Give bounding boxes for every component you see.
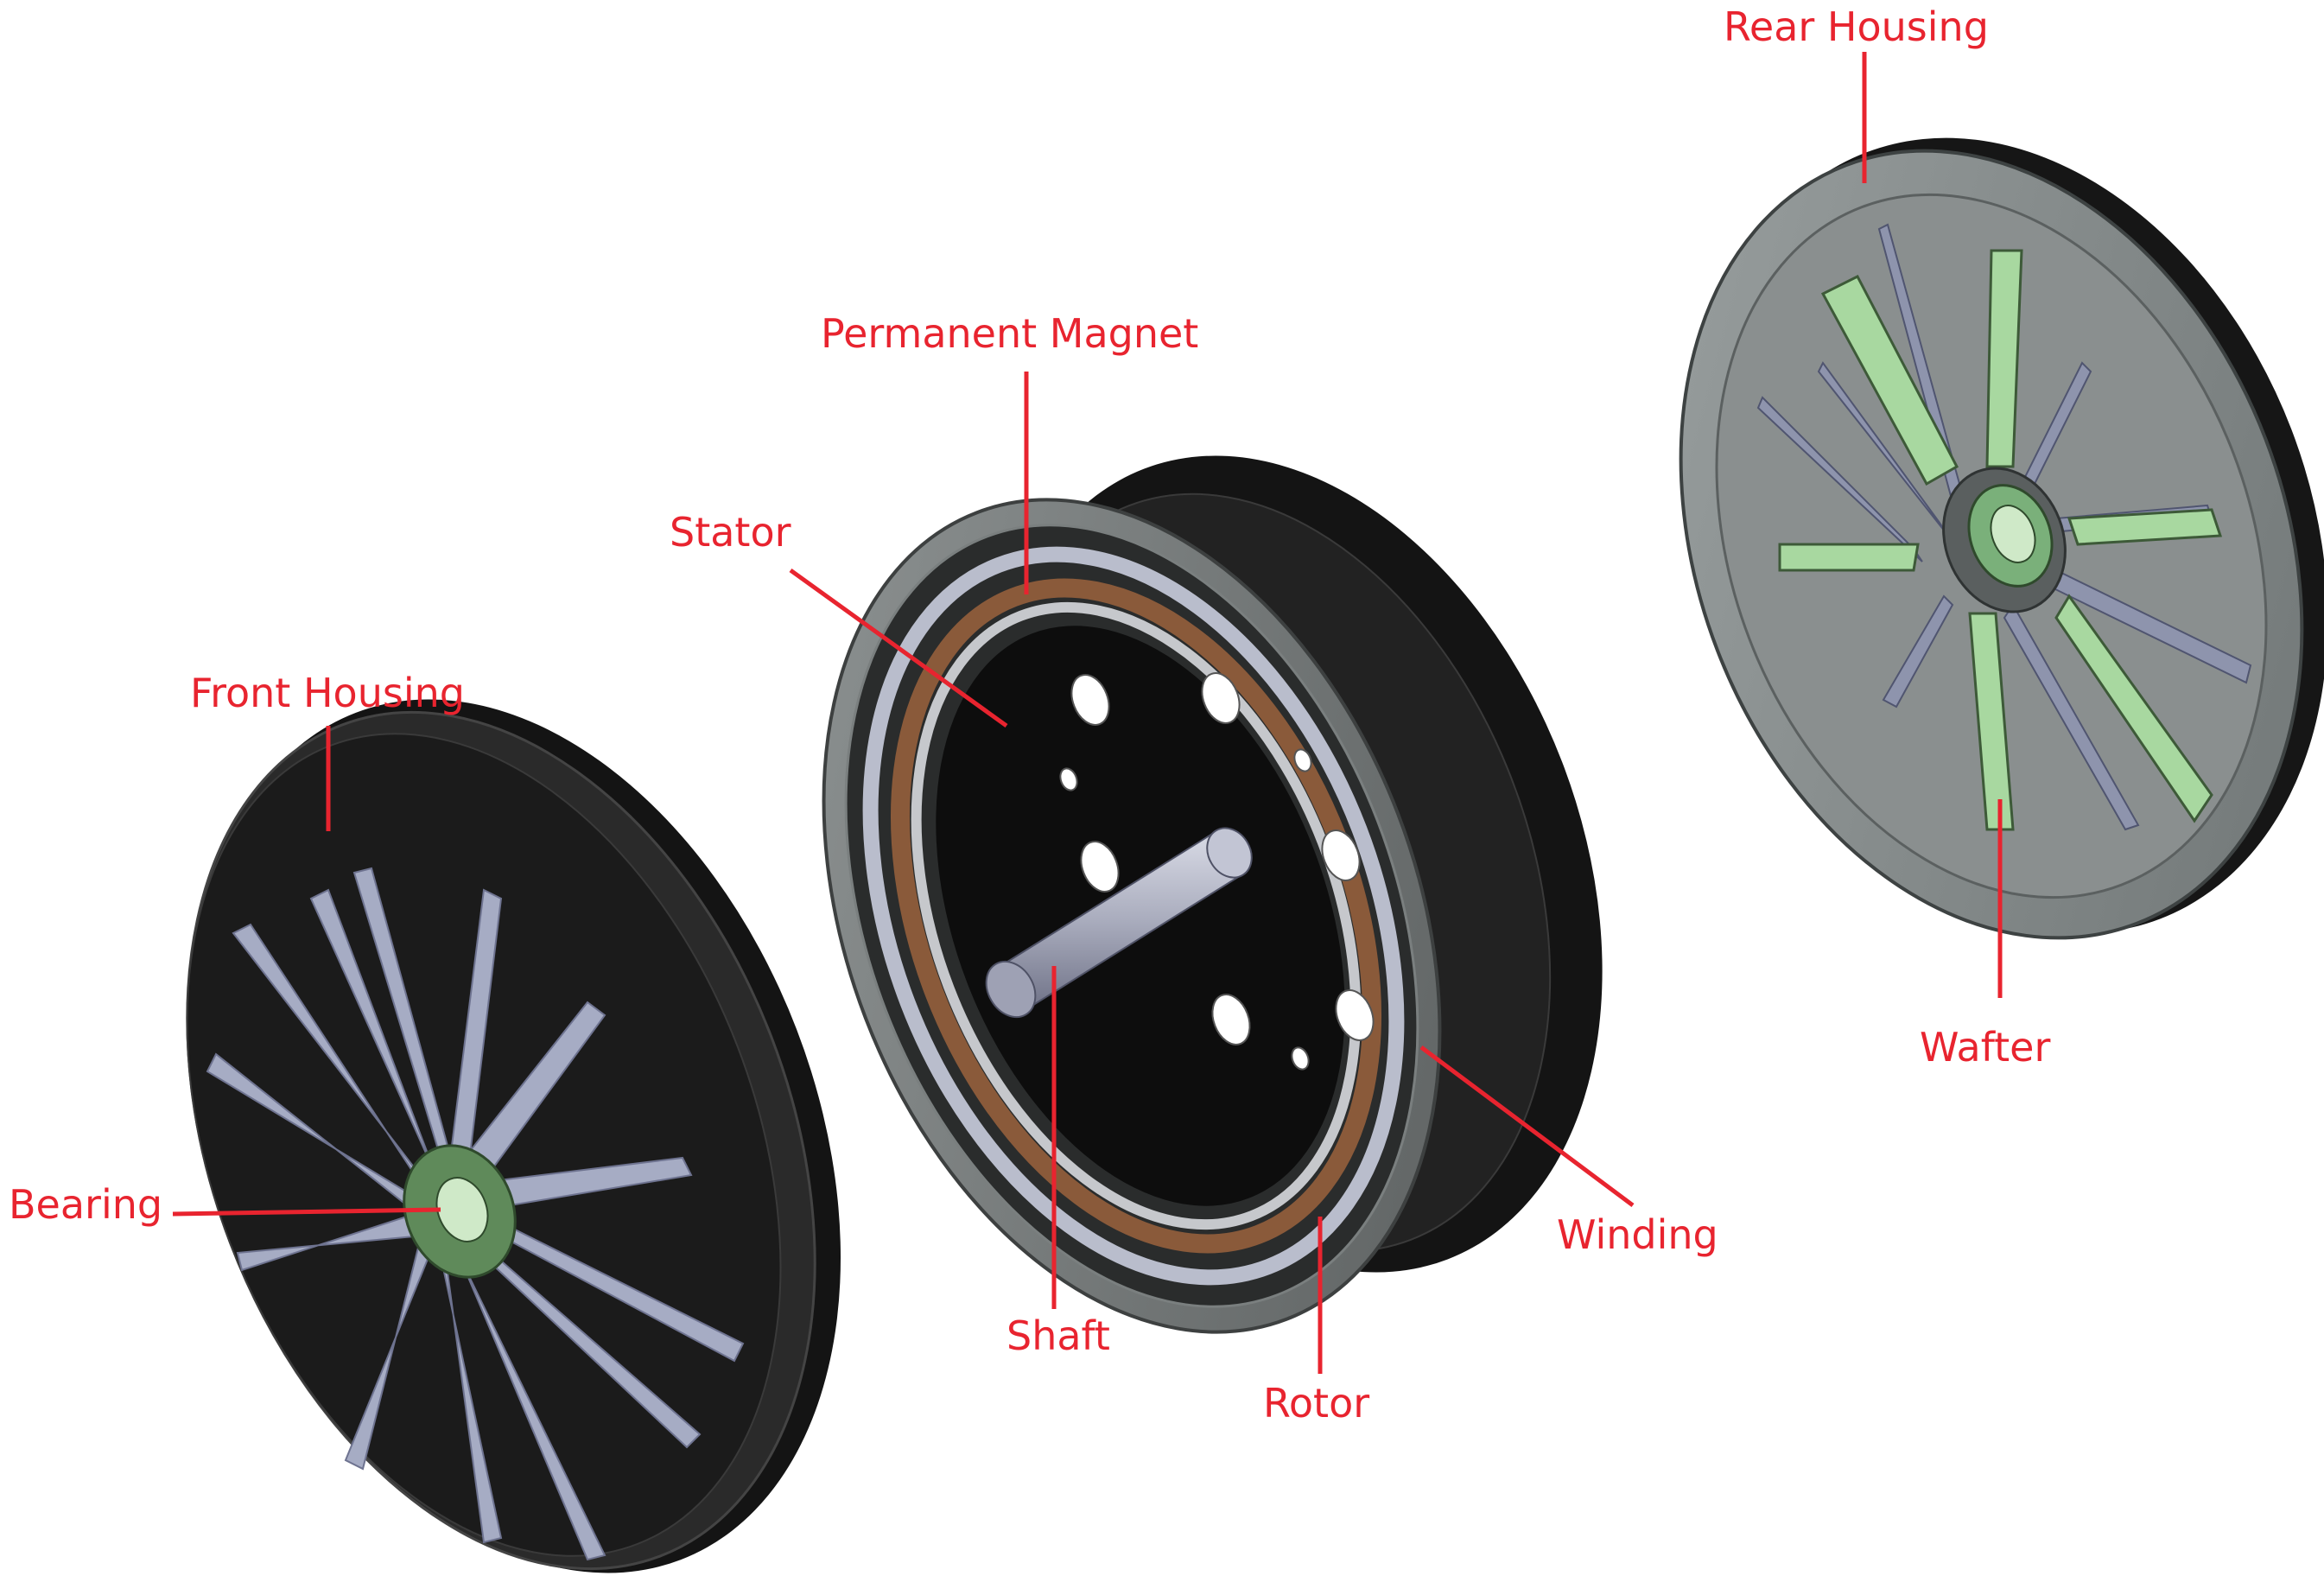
front-housing-spokes (206, 867, 745, 1561)
leader-lines (172, 52, 2003, 1374)
label-shaft: Shaft (1006, 1312, 1110, 1359)
labels: Rear Housing Permanent Magnet Stator Fro… (9, 3, 2050, 1427)
stator-holes (1059, 672, 1375, 1071)
label-front-housing: Front Housing (190, 670, 465, 716)
label-stator: Stator (670, 509, 791, 556)
rotor-band (862, 546, 1405, 1286)
wafter-blades (1778, 249, 2223, 831)
stator-rotor-assembly (822, 455, 1603, 1334)
label-winding: Winding (1557, 1211, 1718, 1258)
leader-bearing (172, 1207, 441, 1217)
shaft (985, 827, 1253, 1019)
leader-stator (789, 568, 1008, 728)
label-permanent-magnet: Permanent Magnet (821, 310, 1198, 357)
label-bearing: Bearing (9, 1181, 162, 1228)
label-rotor: Rotor (1263, 1380, 1369, 1427)
leader-winding (1419, 1045, 1635, 1208)
front-housing (186, 699, 841, 1573)
label-rear-housing: Rear Housing (1724, 3, 1989, 50)
rear-housing (1679, 137, 2324, 940)
front-bearing-bore (435, 1177, 489, 1242)
label-wafter: Wafter (1920, 1024, 2050, 1071)
